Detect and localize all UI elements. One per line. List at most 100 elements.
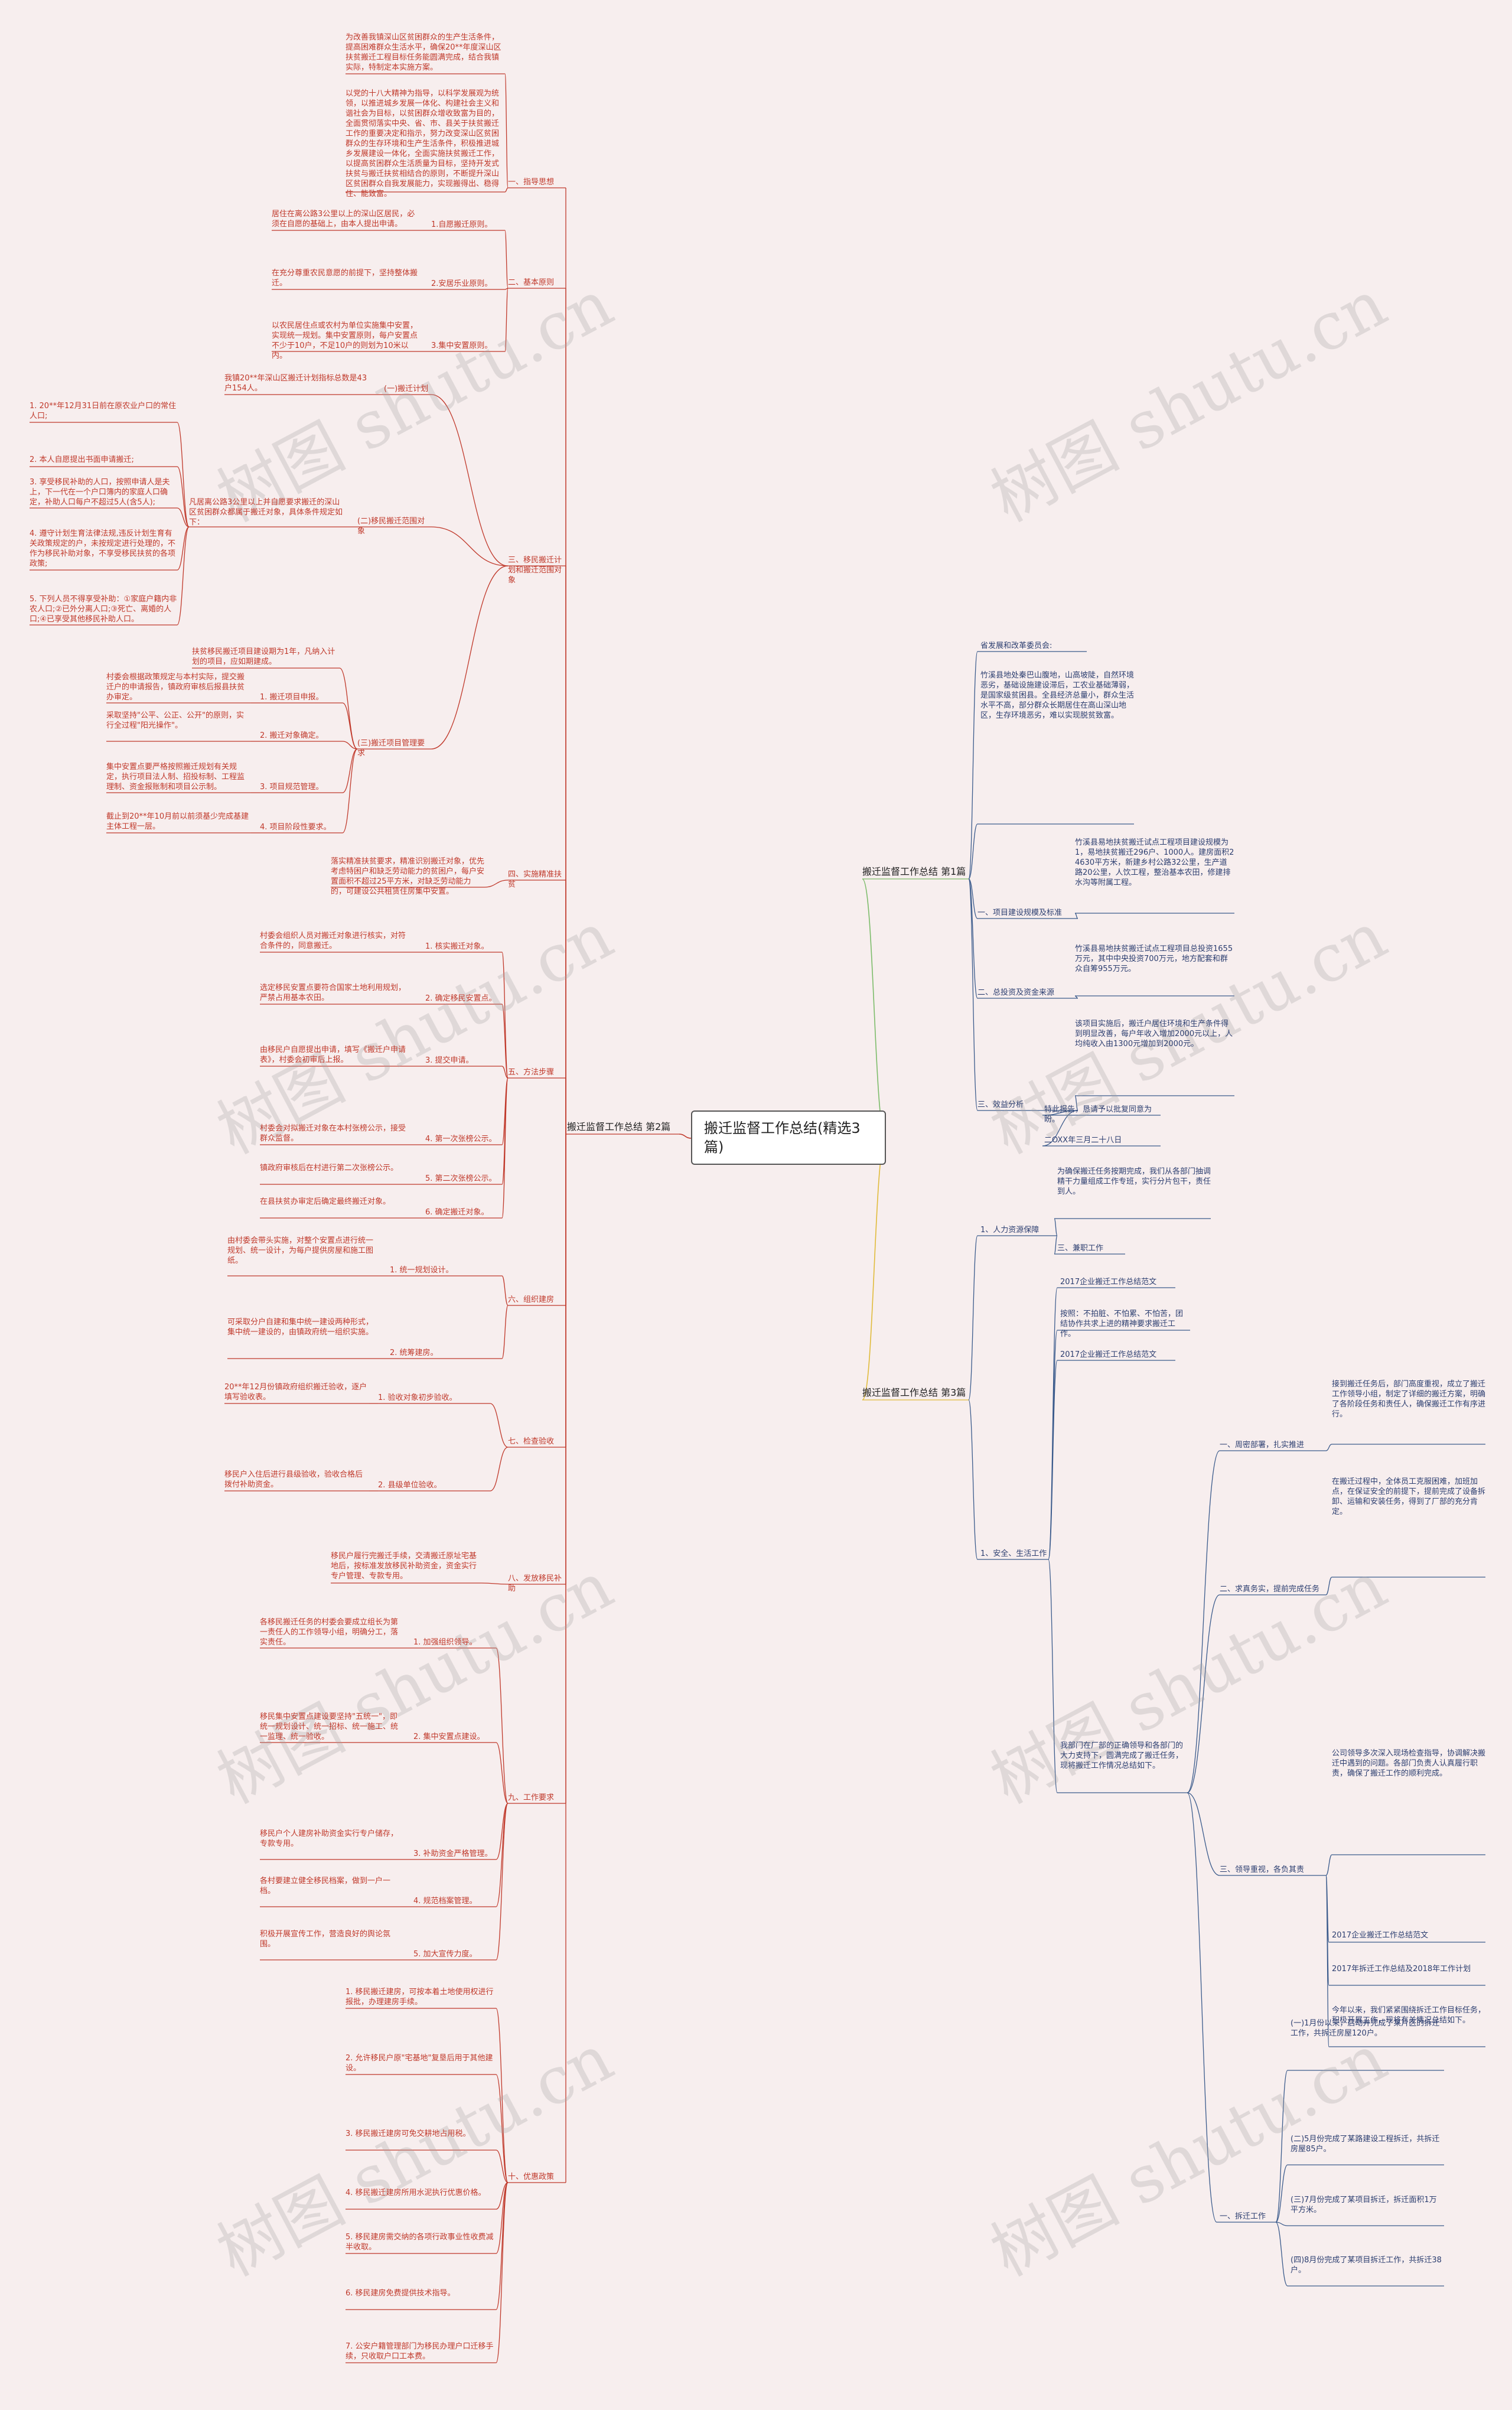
connector-curve: [496, 2150, 509, 2183]
section-detail: 接到搬迁任务后，部门高度重视，成立了搬迁工作领导小组，制定了详细的搬迁方案，明确…: [1332, 1380, 1486, 1419]
connector-curve: [177, 507, 190, 527]
section-label: 二、基本原则: [508, 278, 555, 287]
eligibility-item: 4. 遵守计划生育法律法规,违反计划生育有关政策规定的户，未按规定进行处理的，不…: [30, 529, 176, 568]
connector-curve: [431, 526, 509, 566]
connector-curve: [504, 230, 509, 289]
step-detail: 村委会组织人员对搬迁对象进行核实，对符合条件的，同意搬迁。: [260, 932, 406, 950]
step-detail: 镇政府审核后在村进行第二次张榜公示。: [260, 1164, 399, 1173]
branch-title-p1[interactable]: 搬迁监督工作总结 第1篇: [862, 866, 966, 877]
requirement-detail: 移民户个人建房补助资金实行专户储存，专款专用。: [260, 1829, 399, 1848]
connector-curve: [679, 1134, 692, 1139]
report-desc: 竹溪县地处秦巴山腹地，山高坡陡，自然环境恶劣，基础设施建设滞后，工农业基础薄弱，…: [980, 671, 1135, 720]
section-label: 七、检查验收: [508, 1437, 555, 1446]
connector-curve: [504, 73, 509, 188]
demolition-item: (三)7月份完成了某项目拆迁，拆迁面积1万平方米。: [1291, 2196, 1437, 2214]
build-label: 1. 统一规划设计。: [390, 1266, 454, 1275]
connector-curve: [496, 2182, 509, 2363]
management-item: 3. 项目规范管理。: [260, 783, 324, 792]
management-item: 1. 搬迁项目申报。: [260, 693, 324, 702]
principle-label: 1.自愿搬迁原则。: [431, 220, 493, 229]
subsection-intro: 扶贫移民搬迁项目建设期为1年，凡纳入计划的项目，应如期建成。: [192, 647, 335, 666]
eligibility-item: 2. 本人自愿提出书面申请搬迁;: [30, 455, 134, 464]
subsection-label: (二)移民搬迁范围对象: [357, 517, 425, 536]
connector-curve: [481, 1582, 509, 1585]
policy-item: 7. 公安户籍管理部门为移民办理户口迁移手续，只收取户口工本费。: [346, 2342, 494, 2361]
management-detail: 采取坚持"公平、公正、公开"的原则，实行全过程"阳光操作"。: [106, 711, 244, 730]
section-label: 1、安全、生活工作: [980, 1549, 1047, 1558]
requirement-detail: 移民集中安置点建设要坚持"五统一"，即统一规划设计、统一招标、统一施工、统一监理…: [260, 1712, 399, 1741]
report-item-detail: 该项目实施后，搬迁户居住环境和生产条件得到明显改善，每户年收入增加2000元以上…: [1075, 1020, 1233, 1048]
branch-title-p3[interactable]: 搬迁监督工作总结 第3篇: [862, 1387, 966, 1398]
section-text: 2017企业搬迁工作总结范文: [1332, 1931, 1429, 1940]
connector-curve: [1275, 2222, 1288, 2226]
connector-curve: [1187, 1450, 1220, 1793]
connector-curve: [1074, 995, 1078, 999]
root-topic[interactable]: 搬迁监督工作总结(精选3篇): [691, 1110, 886, 1165]
principle-label: 3.集中安置原则。: [431, 341, 493, 350]
policy-item: 4. 移民搬迁建房所用水泥执行优惠价格。: [346, 2188, 486, 2197]
connector-curve: [501, 1066, 509, 1079]
policy-item: 2. 允许移民户原"宅基地"复垦后用于其他建设。: [346, 2054, 493, 2073]
step-detail: 在县扶贫办审定后确定最终搬迁对象。: [260, 1197, 391, 1206]
section-label: 一、指导思想: [508, 178, 555, 187]
connector-curve: [484, 880, 509, 888]
connector-curve: [490, 1403, 509, 1448]
connector-curve: [1187, 1792, 1217, 2223]
connector-curve: [496, 1647, 509, 1804]
policy-item: 5. 移民建房需交纳的各项行政事业性收费减半收取。: [346, 2233, 494, 2252]
step-label: 2. 确定移民安置点。: [425, 994, 497, 1003]
connector-curve: [496, 2008, 509, 2183]
section-label: 六、组织建房: [508, 1295, 555, 1304]
connector-curve: [1048, 1559, 1058, 1793]
report-item-detail: 竹溪县易地扶贫搬迁试点工程项目建设规模为1，易地扶贫搬迁296户、1000人。建…: [1075, 838, 1234, 887]
report-date: 二OXX年三月二十八日: [1044, 1136, 1122, 1145]
connector-curve: [501, 1077, 509, 1219]
report-item-label: 三、效益分析: [977, 1100, 1024, 1109]
principle-label: 2.安居乐业原则。: [431, 279, 493, 288]
inspection-label: 1. 验收对象初步验收。: [378, 1393, 457, 1402]
report-item-detail: 竹溪县易地扶贫搬迁试点工程项目总投资1655万元，其中中央投资700万元，地方配…: [1075, 945, 1233, 973]
connector-curve: [490, 1447, 509, 1491]
connector-curve: [496, 2074, 509, 2183]
connector-curve: [496, 1803, 509, 1960]
section-label: 五、方法步骤: [508, 1068, 555, 1077]
demolition-item: (一)1月份以来，启动并完成了某片区的拆迁工作，共拆迁房屋120户。: [1291, 2019, 1440, 2038]
step-label: 6. 确定搬迁对象。: [425, 1208, 489, 1217]
connector-curve: [504, 187, 509, 193]
section-label: 二、求真务实，提前完成任务: [1220, 1585, 1320, 1594]
eligibility-item: 3. 享受移民补助的人口，按照申请人是夫上，下一代在一个户口簿内的家庭人口确定，…: [30, 478, 170, 507]
build-label: 2. 统筹建房。: [390, 1349, 438, 1357]
eligibility-item: 5. 下列人员不得享受补助：①家庭户籍内非农人口;②已外分离人口;③死亡、离婚的…: [30, 595, 177, 624]
step-detail: 由移民户自愿提出申请，填写《搬迁户申请表》，村委会初审后上报。: [260, 1046, 406, 1064]
requirement-label: 1. 加强组织领导。: [413, 1638, 477, 1647]
connector-curve: [501, 1004, 509, 1079]
section-label: 1、人力资源保障: [980, 1226, 1040, 1235]
step-label: 1. 核实搬迁对象。: [425, 942, 489, 951]
management-item: 4. 项目阶段性要求。: [260, 823, 331, 832]
connector-curve: [496, 1742, 509, 1804]
inspection-detail: 20**年12月份镇政府组织搬迁验收，逐户填写验收表。: [224, 1383, 367, 1402]
policy-item: 1. 移民搬迁建房，可按本着土地使用权进行报批，办理建房手续。: [346, 1988, 494, 2007]
section-text: 为改善我镇深山区贫困群众的生产生活条件，提高困难群众生活水平，确保20**年度深…: [346, 33, 501, 72]
connector-curve: [496, 2182, 509, 2210]
connector-curve: [342, 748, 358, 833]
connector-curve: [1187, 1594, 1220, 1793]
connector-curve: [342, 748, 358, 793]
section-text: 我部门在厂部的正确领导和各部门的大力支持下，圆满完成了搬迁任务，现将搬迁工作情况…: [1060, 1741, 1184, 1770]
section-text: 落实精准扶贫要求，精准识别搬迁对象，优先考虑特困户和缺乏劳动能力的贫困户，每户安…: [331, 857, 485, 896]
build-detail: 可采取分户自建和集中统一建设两种形式，集中统一建设的，由镇政府统一组织实施。: [227, 1318, 374, 1337]
connector-curve: [496, 1803, 509, 1860]
connector-curve: [968, 1235, 978, 1401]
requirement-label: 5. 加大宣传力度。: [413, 1950, 477, 1959]
branch-title-p2[interactable]: 搬迁监督工作总结 第2篇: [567, 1121, 671, 1132]
requirement-detail: 各移民搬迁任务的村委会要成立组长为第一责任人的工作领导小组，明确分工，落实责任。: [260, 1618, 399, 1647]
connector-curve: [968, 878, 978, 919]
demolition-item: (四)8月份完成了某项目拆迁工作，共拆迁38户。: [1291, 2256, 1442, 2275]
eligibility-item: 1. 20**年12月31日前在原农业户口的常住人口;: [30, 402, 177, 421]
connector-curve: [1275, 2164, 1288, 2223]
step-label: 4. 第一次张榜公示。: [425, 1135, 497, 1144]
connector-curve: [177, 422, 190, 527]
section-text: 按照：不拍脏、不怕累、不怕苦，团结协作共求上进的精神要求搬迁工作。: [1060, 1310, 1184, 1338]
subsection-intro: 凡居离公路3公里以上并自愿要求搬迁的深山区贫困群众都属于搬迁对象，具体条件规定如…: [189, 498, 343, 527]
